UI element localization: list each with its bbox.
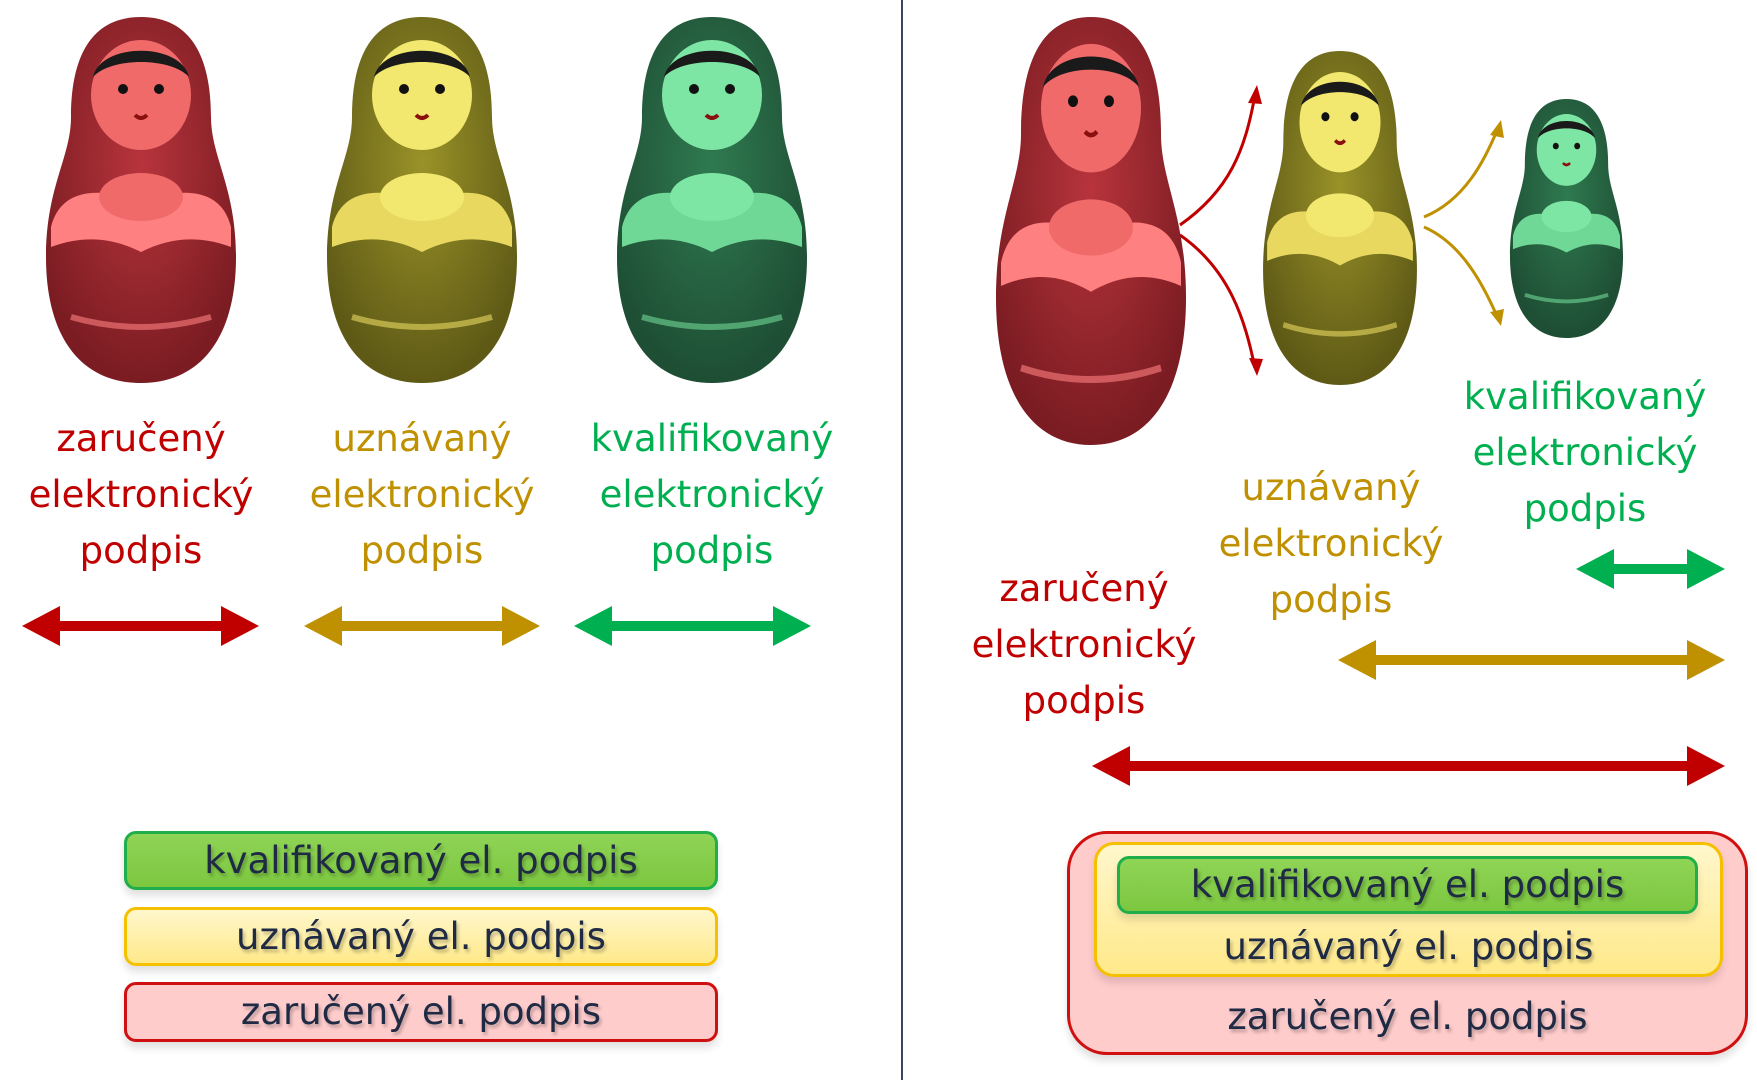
label-line: elektronický [1218, 522, 1444, 565]
label-line: elektronický [1472, 431, 1698, 474]
matryoshka-yellow-open-icon [1263, 51, 1417, 385]
double-arrow-icon [304, 606, 540, 646]
label-line: elektronický [599, 473, 825, 516]
arrow-head [1249, 358, 1263, 376]
matryoshka-green-small-icon [1509, 99, 1624, 338]
label-line: podpis [1523, 487, 1647, 530]
matryoshka-green-icon [617, 17, 807, 383]
label-zaruceny: zaručený elektronický podpis [0, 411, 291, 579]
matryoshka-red-open-icon [996, 17, 1186, 445]
label-line: podpis [1022, 679, 1146, 722]
double-arrow-icon [22, 606, 259, 646]
arrow-head [1490, 309, 1504, 326]
panel-divider [901, 0, 903, 1080]
label-uznavany: uznávaný elektronický podpis [272, 411, 572, 579]
label-line: podpis [360, 529, 484, 572]
arrow-head [1490, 120, 1504, 138]
label-line: podpis [1269, 578, 1393, 621]
matryoshka-yellow-icon [327, 17, 517, 383]
label-line: elektronický [28, 473, 254, 516]
double-arrow-icon [1092, 746, 1725, 786]
double-arrow-icon [1338, 640, 1725, 680]
label-line: elektronický [309, 473, 535, 516]
label-zaruceny-right: zaručený elektronický podpis [934, 561, 1234, 729]
box-zaruceny: zaručený el. podpis [124, 982, 718, 1042]
label-line: kvalifikovaný [1463, 375, 1707, 418]
box-uznavany: uznávaný el. podpis [124, 907, 718, 966]
label-line: uznávaný [1241, 466, 1421, 509]
label-line: kvalifikovaný [590, 417, 834, 460]
double-arrow-icon [1576, 549, 1725, 589]
label-line: podpis [79, 529, 203, 572]
label-line: zaručený [56, 417, 226, 460]
curved-arrow-icon [1179, 94, 1257, 369]
box-kvalifikovany: kvalifikovaný el. podpis [124, 831, 718, 890]
arrow-head [1248, 85, 1262, 104]
double-arrow-icon [574, 606, 811, 646]
curved-arrow-icon [1423, 127, 1500, 319]
box-zaruceny-label: zaručený el. podpis [1227, 995, 1588, 1038]
label-uznavany-right: uznávaný elektronický podpis [1181, 460, 1481, 628]
box-uznavany-label: uznávaný el. podpis [1223, 925, 1594, 968]
matryoshka-red-icon [46, 17, 236, 383]
label-kvalifikovany-right: kvalifikovaný elektronický podpis [1435, 369, 1735, 537]
label-line: podpis [650, 529, 774, 572]
box-kvalifikovany-inner: kvalifikovaný el. podpis [1117, 856, 1698, 914]
label-line: elektronický [971, 623, 1197, 666]
label-line: uznávaný [332, 417, 512, 460]
label-kvalifikovany: kvalifikovaný elektronický podpis [562, 411, 862, 579]
label-line: zaručený [999, 567, 1169, 610]
